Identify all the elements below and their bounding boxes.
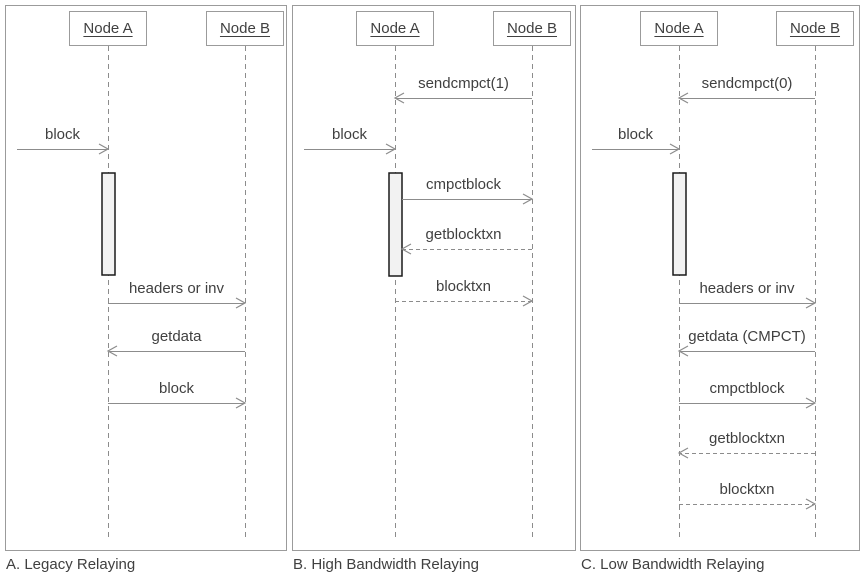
actor-box-node-b: Node B: [206, 11, 284, 46]
panel-caption-c: C. Low Bandwidth Relaying: [581, 556, 765, 573]
actor-box-node-a: Node A: [640, 11, 718, 46]
message-label-c-0: sendcmpct(0): [701, 75, 793, 92]
panel-caption-a: A. Legacy Relaying: [6, 556, 136, 573]
message-arrowhead-c-2: [677, 345, 689, 357]
message-arrowhead-c-5: [805, 498, 817, 510]
panel-c: block Node A Node B sendcmpct(0) headers or …: [580, 5, 860, 551]
message-label-a-1: getdata: [151, 328, 202, 345]
panel-a: block Node A Node B headers or inv getdata bl…: [5, 5, 287, 551]
actor-box-node-a: Node A: [356, 11, 434, 46]
message-label-c-4: getblocktxn: [709, 430, 785, 447]
actor-label-node-a: Node A: [654, 20, 704, 37]
panel-wrap-b: block Node A Node B sendcmpct(1) cmpctblock g…: [292, 5, 576, 581]
activation-bar: [101, 172, 116, 276]
panel-wrap-a: block Node A Node B headers or inv getdata bl…: [5, 5, 287, 581]
message-label-c-3: cmpctblock: [709, 380, 785, 397]
message-arrowhead-b-3: [522, 295, 534, 307]
message-label-a-2: block: [158, 380, 195, 397]
message-label-a-0: headers or inv: [128, 280, 225, 297]
message-arrowhead-c-0: [677, 92, 689, 104]
actor-label-node-b: Node B: [789, 20, 841, 37]
message-arrowhead-b-0: [393, 92, 405, 104]
panel-b: block Node A Node B sendcmpct(1) cmpctblock g…: [292, 5, 576, 551]
message-arrowhead-b-2: [400, 243, 412, 255]
panel-wrap-c: block Node A Node B sendcmpct(0) headers or …: [580, 5, 860, 581]
activation-bar: [388, 172, 403, 277]
message-arrowhead-a-1: [106, 345, 118, 357]
incoming-block-arrowhead: [669, 143, 681, 155]
message-label-b-0: sendcmpct(1): [418, 75, 509, 92]
incoming-block-label: block: [617, 126, 654, 143]
panel-caption-b: B. High Bandwidth Relaying: [293, 556, 479, 573]
panel-a-drawing: [17, 46, 247, 541]
incoming-block-label: block: [44, 126, 81, 143]
message-arrowhead-b-1: [522, 193, 534, 205]
message-arrowhead-a-2: [235, 397, 247, 409]
actor-box-node-b: Node B: [776, 11, 854, 46]
incoming-block-arrowhead: [385, 143, 397, 155]
actor-label-node-a: Node A: [370, 20, 420, 37]
actor-label-node-b: Node B: [506, 20, 558, 37]
panel-c-drawing: [592, 46, 817, 541]
panel-b-drawing: [304, 46, 534, 541]
message-label-b-3: blocktxn: [435, 278, 492, 295]
actor-label-node-b: Node B: [219, 20, 271, 37]
actor-box-node-a: Node A: [69, 11, 147, 46]
activation-bar: [672, 172, 687, 276]
message-arrowhead-c-4: [677, 447, 689, 459]
message-arrowhead-c-3: [805, 397, 817, 409]
actor-box-node-b: Node B: [493, 11, 571, 46]
message-arrowhead-a-0: [235, 297, 247, 309]
message-label-c-5: blocktxn: [719, 481, 775, 498]
actor-label-node-a: Node A: [83, 20, 133, 37]
message-arrowhead-c-1: [805, 297, 817, 309]
incoming-block-arrowhead: [98, 143, 110, 155]
incoming-block-label: block: [331, 126, 368, 143]
message-label-c-2: getdata (CMPCT): [688, 328, 806, 345]
message-label-c-1: headers or inv: [699, 280, 795, 297]
message-label-b-2: getblocktxn: [425, 226, 502, 243]
message-label-b-1: cmpctblock: [425, 176, 502, 193]
